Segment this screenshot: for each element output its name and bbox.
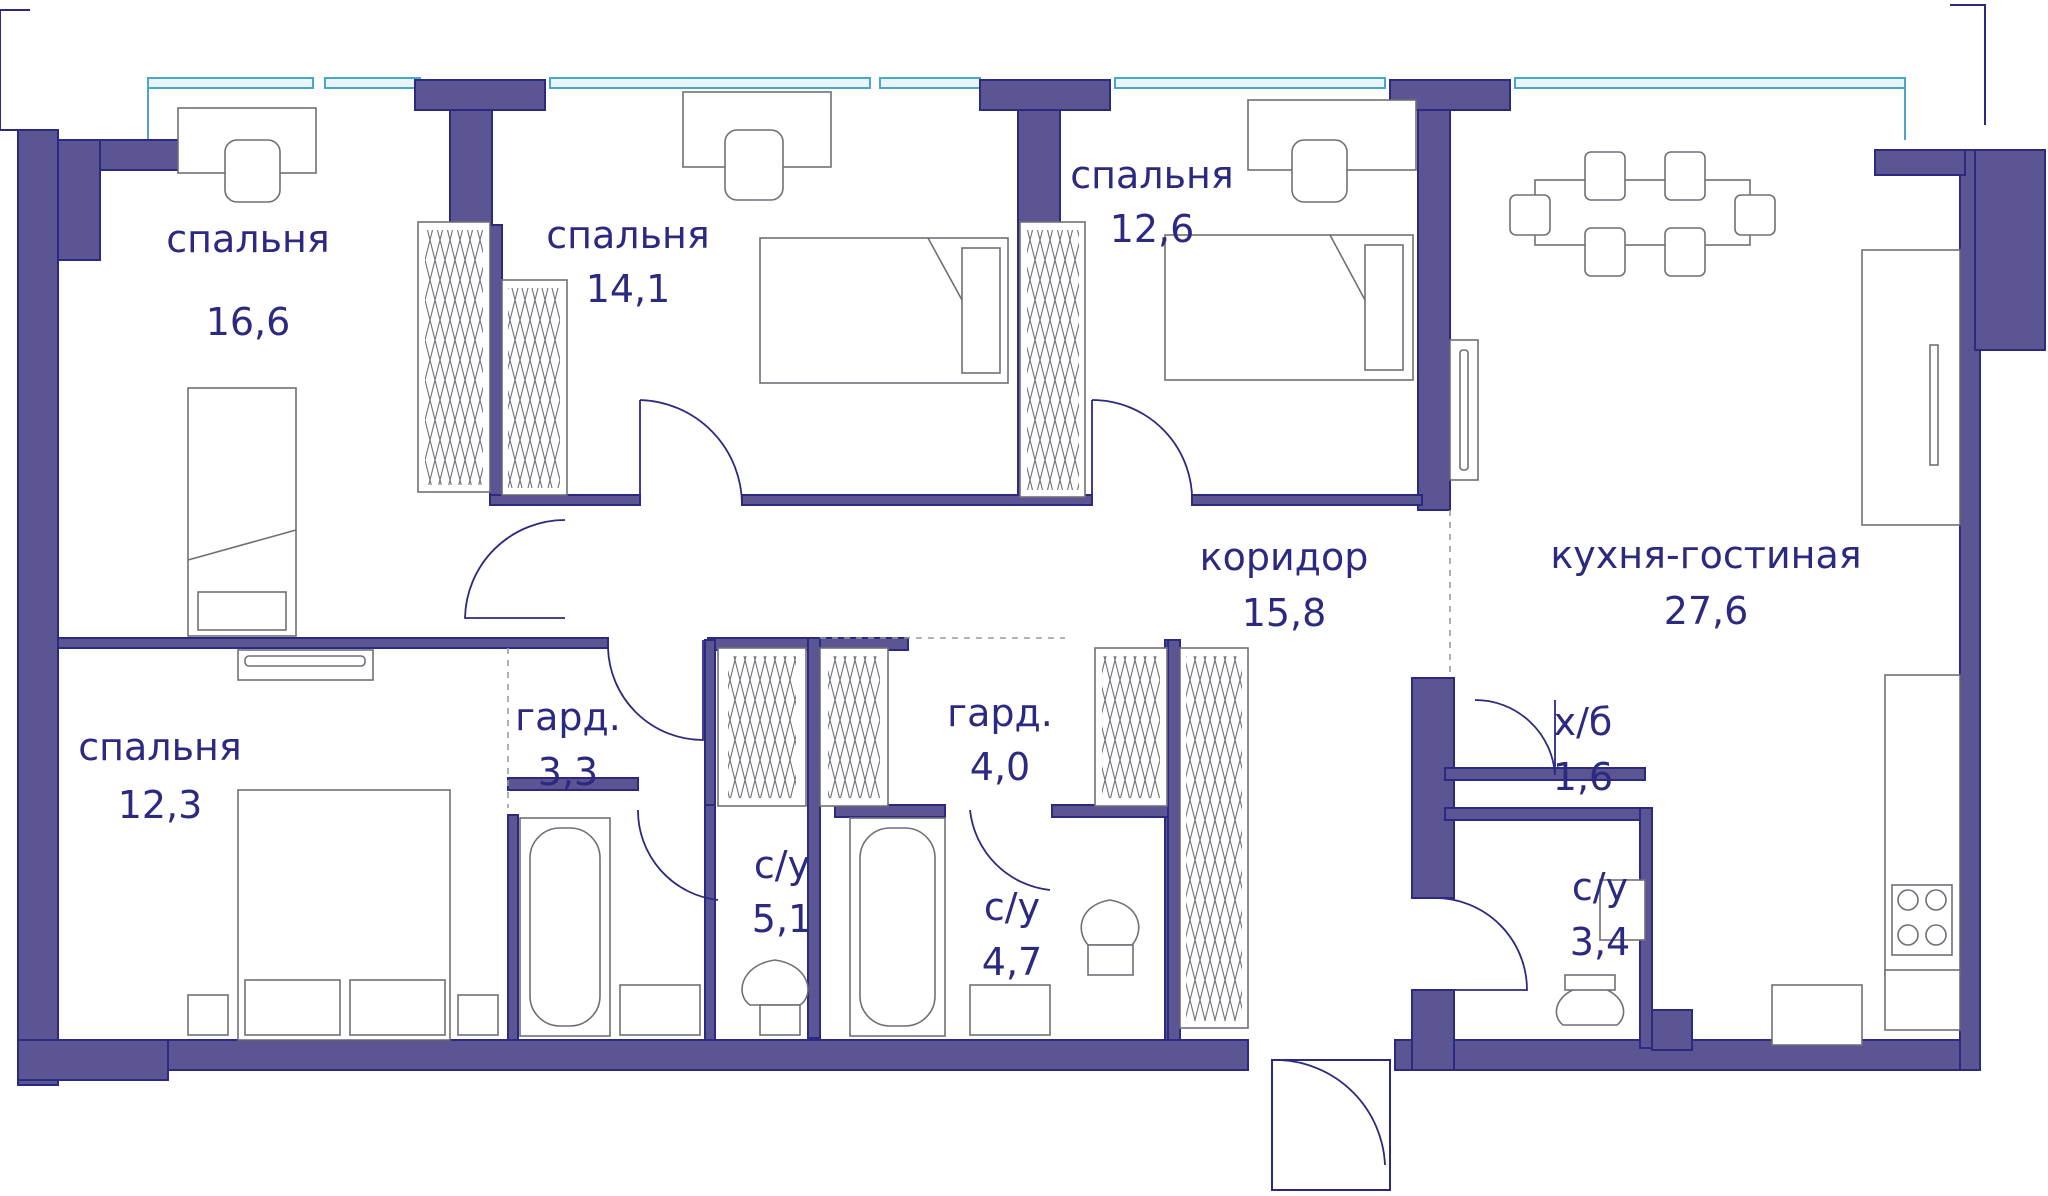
room-name-corridor: коридор: [1200, 535, 1369, 579]
room-name-storage: х/б: [1554, 700, 1613, 744]
room-area-bathroom-2: 4,7: [982, 940, 1042, 984]
room-area-bathroom-1: 5,1: [752, 897, 812, 941]
beds: [187, 234, 1414, 1041]
room-name-wardrobe-1: гард.: [515, 695, 621, 739]
room-name-bathroom-1: с/у: [754, 843, 810, 887]
room-name-bedroom-1: спальня: [166, 217, 329, 261]
interior-walls: [57, 109, 1693, 1071]
desks: [177, 91, 1417, 203]
room-area-bedroom-3: 12,6: [1110, 207, 1195, 251]
room-name-bathroom-3: с/у: [1572, 865, 1628, 909]
room-name-kitchen-living: кухня-гостиная: [1550, 533, 1861, 577]
room-area-bedroom-2: 14,1: [586, 267, 671, 311]
room-area-wardrobe-2: 4,0: [970, 745, 1030, 789]
doors: [464, 399, 1556, 1166]
room-area-bedroom-1: 16,6: [206, 300, 291, 344]
room-area-bathroom-3: 3,4: [1570, 920, 1630, 964]
room-labels: спальня 16,6 спальня 14,1 спальня 12,6 с…: [78, 153, 1861, 984]
room-name-bedroom-3: спальня: [1070, 153, 1233, 197]
bath-fixtures: [519, 817, 1646, 1037]
windows-top: [147, 77, 1906, 140]
exterior-walls: [17, 79, 2046, 1086]
dashed-dividers: [507, 510, 1451, 808]
kitchen-units: [1449, 249, 1961, 1046]
room-name-bedroom-4: спальня: [78, 725, 241, 769]
room-area-storage: 1,6: [1553, 755, 1613, 799]
room-area-kitchen-living: 27,6: [1664, 589, 1749, 633]
dining-table: [1509, 151, 1776, 277]
room-area-bedroom-4: 12,3: [118, 783, 203, 827]
room-name-bathroom-2: с/у: [984, 885, 1040, 929]
wardrobes: [417, 221, 1249, 1029]
room-name-bedroom-2: спальня: [546, 213, 709, 257]
room-name-wardrobe-2: гард.: [947, 691, 1053, 735]
room-area-wardrobe-1: 3,3: [538, 750, 598, 794]
room-area-corridor: 15,8: [1242, 591, 1327, 635]
balconies: [0, 4, 1986, 1191]
